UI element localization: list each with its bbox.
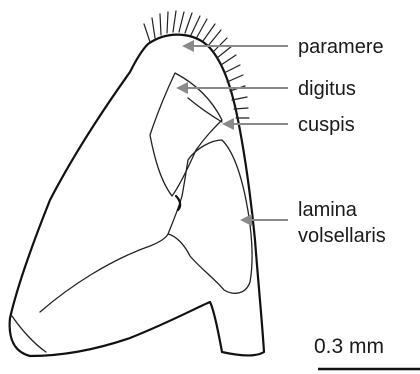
label-lamina-line2: volsellaris [298,225,386,247]
bristle [185,13,192,33]
bristle [208,30,221,46]
bristle [191,16,200,35]
lower-seam [40,234,168,312]
bristle [173,11,176,32]
bristle [197,19,207,37]
cuspis-pointer [222,118,288,130]
bristle [152,18,155,38]
cuspis-arrowhead [222,118,234,130]
bristle [203,24,215,41]
paramere-arrowhead [182,40,194,52]
paramere-pointer [182,40,288,52]
bristle [160,14,161,35]
bristle [232,97,247,100]
label-digitus: digitus [298,78,356,100]
bristle [179,12,184,32]
scale-bar-label: 0.3 mm [314,335,384,358]
lamina-arrowhead [240,214,252,226]
label-lamina-line1: lamina [298,199,358,221]
lamina-outline [168,140,252,293]
bristle [217,46,232,58]
bristle [224,65,240,73]
lamina-pointer [240,214,288,226]
label-cuspis: cuspis [298,114,355,136]
heel-line [12,316,46,352]
bristle [227,75,243,82]
label-paramere: paramere [298,36,384,58]
structure-outline [10,35,264,356]
bristle [144,24,150,42]
digitus-arrowhead [176,82,188,94]
bristle [221,55,236,65]
bristle [167,12,168,33]
